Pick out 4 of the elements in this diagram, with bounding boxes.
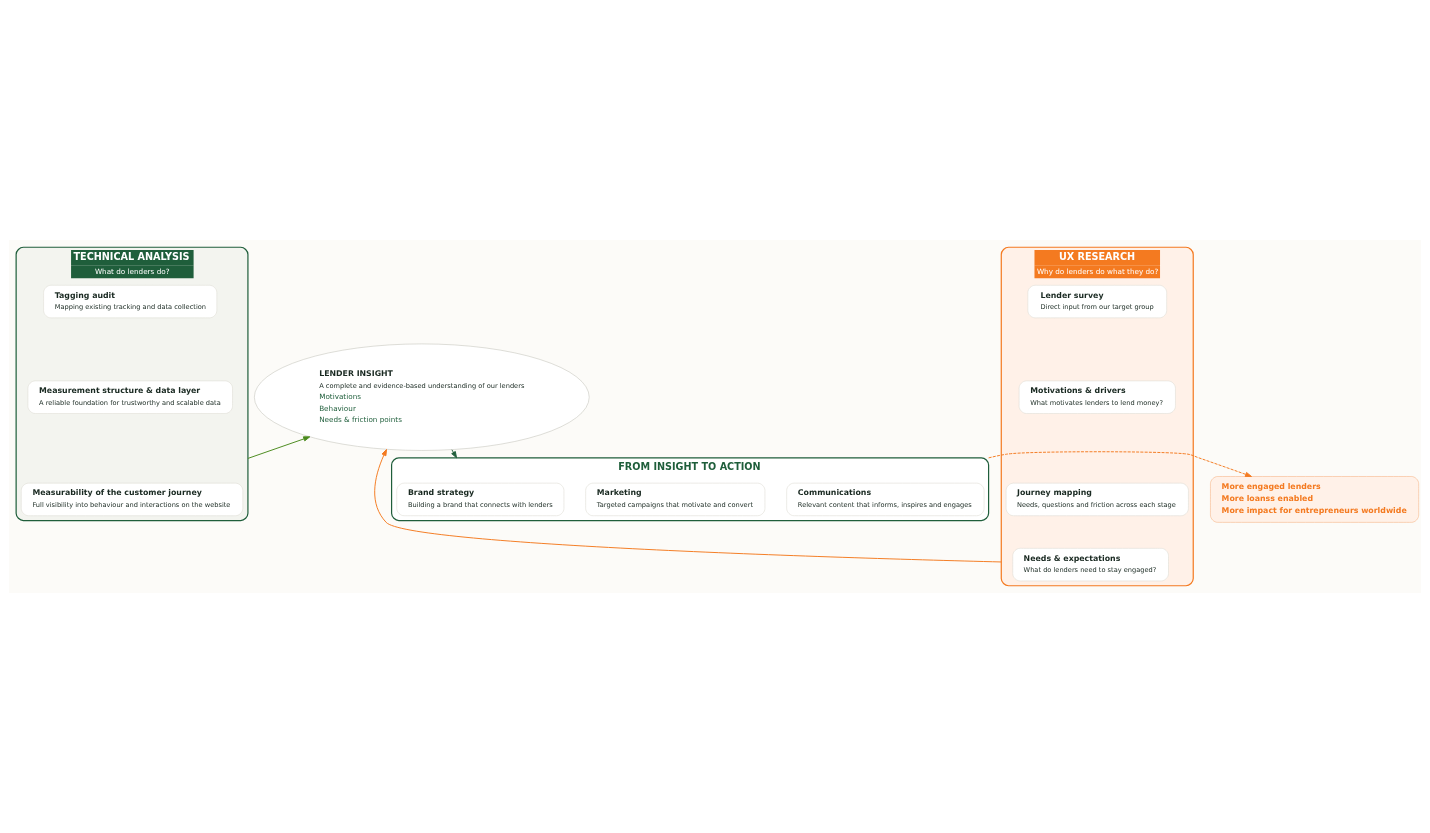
arrow	[451, 449, 458, 459]
arrow	[988, 451, 1252, 477]
arrow	[247, 436, 311, 459]
arrow	[374, 448, 1002, 563]
